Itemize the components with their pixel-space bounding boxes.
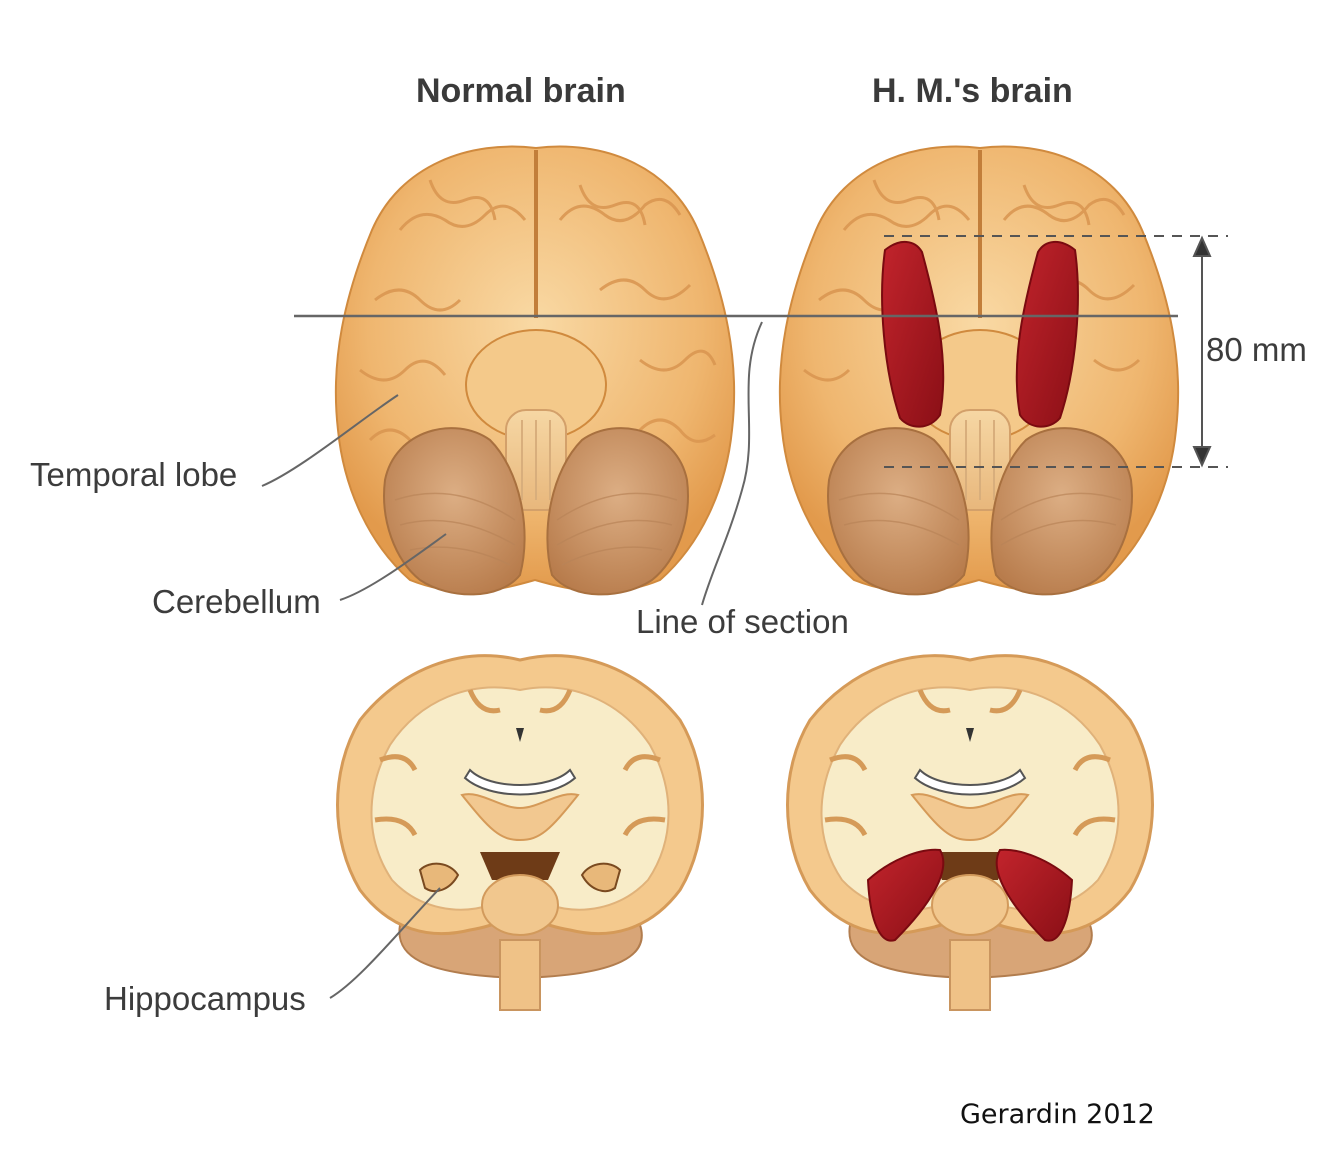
credit: Gerardin 2012 [960,1099,1155,1130]
hm-brain-ventral [780,147,1178,595]
normal-coronal-section [338,656,703,1010]
line-of-section-label: Line of section [636,603,849,641]
cerebellum-label: Cerebellum [152,583,321,621]
hm-coronal-section [788,656,1153,1010]
temporal-lobe-label: Temporal lobe [30,456,237,494]
hippocampus-label: Hippocampus [104,980,306,1018]
normal-brain-ventral [336,147,734,595]
measurement-label: 80 mm [1206,331,1307,369]
